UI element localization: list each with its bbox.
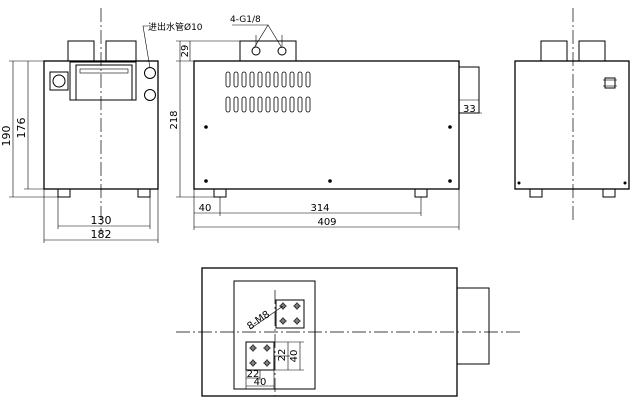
- dim-218: 218: [169, 110, 180, 129]
- front-connector-ring: [52, 74, 66, 88]
- dim-130: 130: [91, 214, 112, 227]
- side-vents-lower: [225, 96, 311, 113]
- side-foot-left: [213, 188, 227, 198]
- inlet-pipe-hole: [144, 67, 156, 79]
- plan-dim-40-v: 40: [289, 350, 300, 363]
- pipe-leader: [142, 25, 151, 69]
- rear-view: [514, 8, 630, 220]
- dim-176: 176: [15, 118, 28, 139]
- bolt-leader: [249, 305, 284, 330]
- front-foot-left: [57, 188, 71, 198]
- dim-29: 29: [180, 45, 191, 58]
- thread-port-1: [251, 46, 261, 56]
- front-top-fitting-right: [105, 40, 137, 62]
- rear-screw-left: [517, 181, 521, 185]
- rear-top-fitting-right: [578, 40, 606, 62]
- side-screw-bl: [204, 179, 208, 183]
- dim-190: 190: [0, 126, 13, 147]
- thread-label: 4-G1/8: [230, 15, 261, 25]
- thread-port-2: [277, 46, 287, 56]
- plan-dim-22-h: 22: [247, 369, 260, 380]
- side-screw-tr: [448, 125, 452, 129]
- front-connector: [49, 71, 69, 91]
- plan-base-plate: [233, 280, 316, 390]
- rear-top-fitting-left: [540, 40, 568, 62]
- front-control-panel: [69, 61, 137, 101]
- plan-view: 8-M8 22 40 22 40: [176, 267, 520, 397]
- thread-leader-2: [267, 24, 283, 49]
- front-top-fitting-left: [67, 40, 95, 62]
- side-vents-upper: [225, 71, 311, 88]
- thread-leader-1: [232, 24, 269, 49]
- plan-dim-22-v: 22: [277, 349, 288, 362]
- pipe-label: 进出水管Ø10: [148, 21, 203, 33]
- side-body: [193, 60, 460, 190]
- front-panel-strip: [79, 68, 129, 74]
- dim-182: 182: [91, 228, 112, 241]
- plan-dim-40-h: 40: [254, 377, 267, 388]
- plan-rear-protrusion: [456, 287, 490, 365]
- dim-409: 409: [317, 217, 336, 228]
- side-screw-br: [448, 179, 452, 183]
- dim-314: 314: [310, 203, 329, 214]
- plan-bolt-block-upper: [275, 299, 305, 329]
- front-foot-right: [137, 188, 151, 198]
- dim-40: 40: [199, 203, 212, 214]
- outlet-pipe-hole: [144, 89, 156, 101]
- side-screw-bm: [328, 179, 332, 183]
- front-view: 进出水管Ø10 190 176 130 182: [0, 8, 203, 243]
- side-screw-tl: [204, 125, 208, 129]
- rear-foot-right: [602, 188, 616, 198]
- side-top-fitting: [239, 40, 297, 62]
- side-view: 4-G1/8 33: [169, 15, 482, 230]
- rear-body: [514, 60, 630, 190]
- side-foot-right: [414, 188, 428, 198]
- plan-bolt-block-lower: [245, 341, 275, 371]
- plan-bolts-upper: [279, 302, 301, 325]
- rear-foot-left: [529, 188, 543, 198]
- rear-connector: [604, 77, 616, 89]
- rear-screw-right: [623, 181, 627, 185]
- dim-33: 33: [463, 104, 476, 115]
- plan-bolts-lower: [249, 344, 271, 367]
- bolt-label: 8-M8: [245, 309, 272, 332]
- front-panel-inner: [75, 64, 133, 101]
